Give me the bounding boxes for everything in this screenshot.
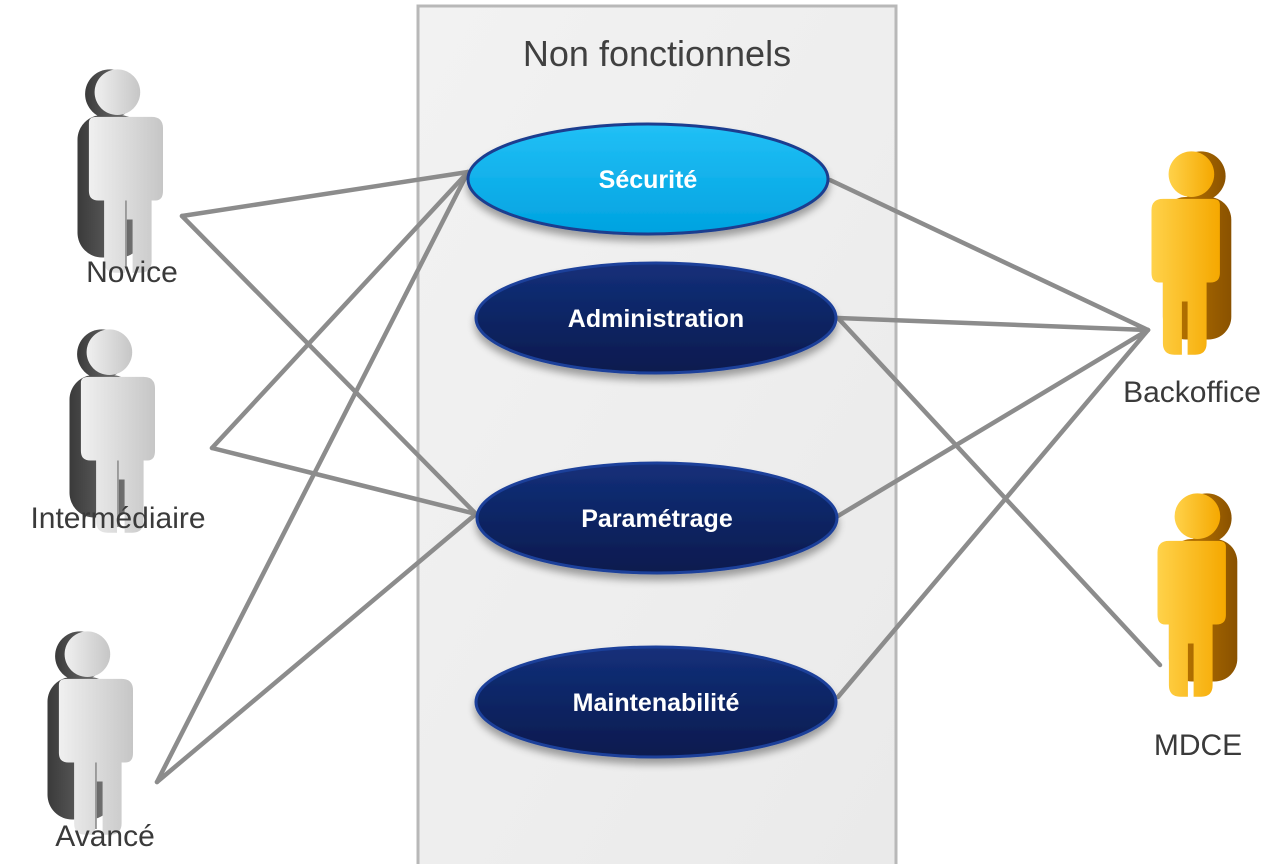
- person-icon: [1151, 151, 1232, 355]
- connector-backoffice-administration: [835, 315, 1151, 333]
- use-case-parametrage[interactable]: Paramétrage: [475, 461, 839, 575]
- person-icon: [1157, 493, 1238, 697]
- connector-avance-parametrage: [154, 511, 479, 785]
- connector-backoffice-parametrage: [835, 327, 1151, 519]
- use-case-label: Sécurité: [599, 166, 698, 194]
- actor-label: Avancé: [55, 820, 155, 853]
- connector-novice-securite: [179, 169, 471, 219]
- connector-backoffice-securite: [827, 177, 1151, 333]
- actor-label: MDCE: [1154, 729, 1242, 762]
- use-case-label: Paramétrage: [581, 505, 733, 533]
- actor-mdce[interactable]: MDCE: [1154, 493, 1242, 762]
- use-case-maintenabilite[interactable]: Maintenabilité: [474, 645, 838, 759]
- actor-label: Backoffice: [1123, 376, 1261, 409]
- use-case-label: Administration: [568, 305, 744, 333]
- connector-mdce-administration: [835, 315, 1163, 668]
- actor-label: Intermédiaire: [30, 502, 205, 535]
- actor-avance[interactable]: Avancé: [47, 631, 155, 853]
- actor-label: Novice: [86, 256, 178, 289]
- use-case-label: Maintenabilité: [573, 689, 740, 717]
- connector-novice-parametrage: [179, 213, 479, 517]
- connector-intermediaire-parametrage: [209, 445, 479, 517]
- connectors: [154, 169, 1163, 785]
- use-case-administration[interactable]: Administration: [474, 261, 838, 375]
- person-icon: [47, 631, 133, 835]
- actor-backoffice[interactable]: Backoffice: [1123, 151, 1261, 409]
- actor-intermediaire[interactable]: Intermédiaire: [30, 329, 206, 535]
- system-title: Non fonctionnels: [523, 33, 791, 74]
- connector-intermediaire-securite: [209, 169, 471, 451]
- person-icon: [77, 69, 163, 273]
- use-case-securite[interactable]: Sécurité: [466, 122, 830, 236]
- actor-novice[interactable]: Novice: [77, 69, 178, 289]
- connector-backoffice-maintenabilite: [835, 327, 1151, 700]
- connector-avance-securite: [154, 169, 471, 785]
